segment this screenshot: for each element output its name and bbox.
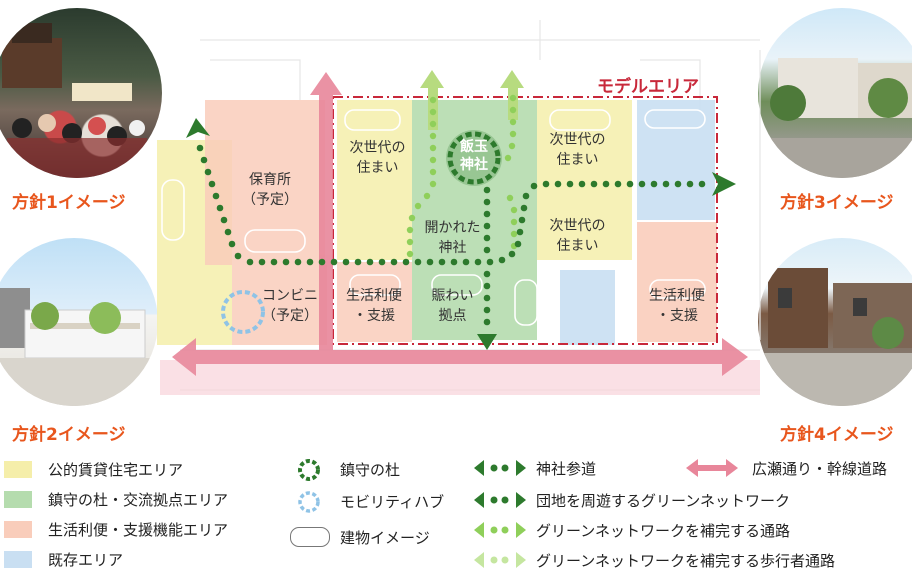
policy2-caption: 方針2イメージ [12, 425, 126, 445]
model-area-label: モデルエリア [597, 77, 699, 97]
legend-label-public-housing: 公的賃貸住宅エリア [48, 461, 184, 479]
zone-label-next-gen-right-mid: 次世代の 住まい [549, 218, 606, 254]
legend-label-main-road: 広瀬通り・幹線道路 [752, 460, 888, 478]
policy1-photo [0, 8, 162, 178]
public-housing-zone-center [337, 100, 412, 260]
green-network-arrow-icon [474, 492, 526, 508]
legend-swatch-life-support [4, 521, 32, 538]
pedestrian-path-arrow-icon [474, 552, 526, 568]
policy3-photo [758, 8, 912, 178]
legend-swatch-public-housing [4, 461, 32, 478]
policy2-photo [0, 238, 158, 406]
complement-path-arrow-icon [474, 522, 526, 538]
green-network-path [186, 118, 736, 266]
zone-label-nursery: 保育所 （予定） [242, 172, 298, 208]
shrine-approach-arrow-icon [474, 460, 526, 476]
mobility-hub-ring [221, 290, 265, 334]
legend-swatch-existing [4, 551, 32, 568]
legend-label-life-support: 生活利便・支援機能エリア [48, 521, 229, 539]
zone-label-life-support-right: 生活利便 ・支援 [649, 288, 705, 324]
zone-label-convenience: コンビニ （予定） [262, 288, 318, 324]
zone-label-shrine: 飯玉 神社 [460, 139, 488, 173]
legend-swatch-shrine-forest [4, 491, 32, 508]
shrine-approach-path [477, 186, 497, 350]
legend-label-mobility-hub: モビリティハブ [340, 493, 445, 511]
legend-label-existing: 既存エリア [48, 551, 124, 569]
legend-label-green-network: 団地を周遊するグリーンネットワーク [536, 492, 790, 510]
zone-label-next-gen-right-top: 次世代の 住まい [549, 132, 606, 168]
legend-label-pedestrian-path: グリーンネットワークを補完する歩行者通路 [536, 552, 835, 570]
legend-label-building: 建物イメージ [340, 529, 430, 547]
legend: 公的賃貸住宅エリア 鎮守の杜・交流拠点エリア 生活利便・支援機能エリア 既存エリ… [0, 455, 912, 585]
existing-zone-right [637, 100, 715, 220]
building-outlines [161, 109, 706, 326]
legend-label-shrine-forest: 鎮守の杜・交流拠点エリア [48, 491, 229, 509]
zone-label-next-gen-left: 次世代の 住まい [349, 140, 406, 176]
zone-label-bustle-hub: 賑わい 拠点 [431, 288, 474, 324]
legend-label-forest: 鎮守の杜 [340, 461, 401, 479]
complement-path-dots [406, 94, 518, 258]
zone-label-life-support-left: 生活利便 ・支援 [346, 288, 402, 324]
existing-zone-bottom [560, 270, 615, 345]
legend-label-complement-path: グリーンネットワークを補完する通路 [536, 522, 790, 540]
building-outline-icon [290, 527, 330, 547]
policy4-caption: 方針4イメージ [780, 425, 894, 445]
model-area-border [332, 96, 718, 345]
policy1-caption: 方針1イメージ [12, 193, 126, 213]
mobility-hub-icon [298, 491, 320, 513]
forest-ring-icon [298, 459, 320, 481]
zone-label-open-shrine: 開かれた 神社 [424, 220, 481, 256]
main-road-arrows [160, 72, 760, 395]
main-road-arrow-icon [686, 459, 738, 477]
life-support-zone-right [637, 222, 717, 342]
policy3-caption: 方針3イメージ [780, 193, 894, 213]
shrine-forest-ring [446, 130, 502, 186]
policy4-photo [758, 238, 912, 406]
legend-label-shrine-approach: 神社参道 [536, 460, 597, 478]
row-houses-image [758, 268, 912, 406]
